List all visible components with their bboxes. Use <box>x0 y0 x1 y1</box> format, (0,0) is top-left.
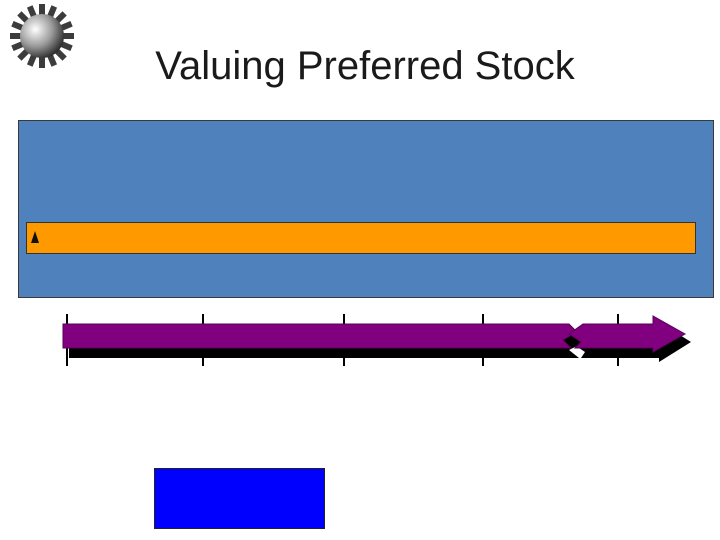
triangle-marker-icon <box>31 231 39 243</box>
gear-icon <box>10 4 74 68</box>
timeline-arrow <box>62 323 578 349</box>
highlight-bar <box>26 222 696 254</box>
timeline-arrow-head <box>568 315 687 353</box>
timeline <box>62 314 691 366</box>
slide-title: Valuing Preferred Stock <box>155 44 575 88</box>
result-box <box>154 468 325 529</box>
content-panel <box>18 120 714 298</box>
